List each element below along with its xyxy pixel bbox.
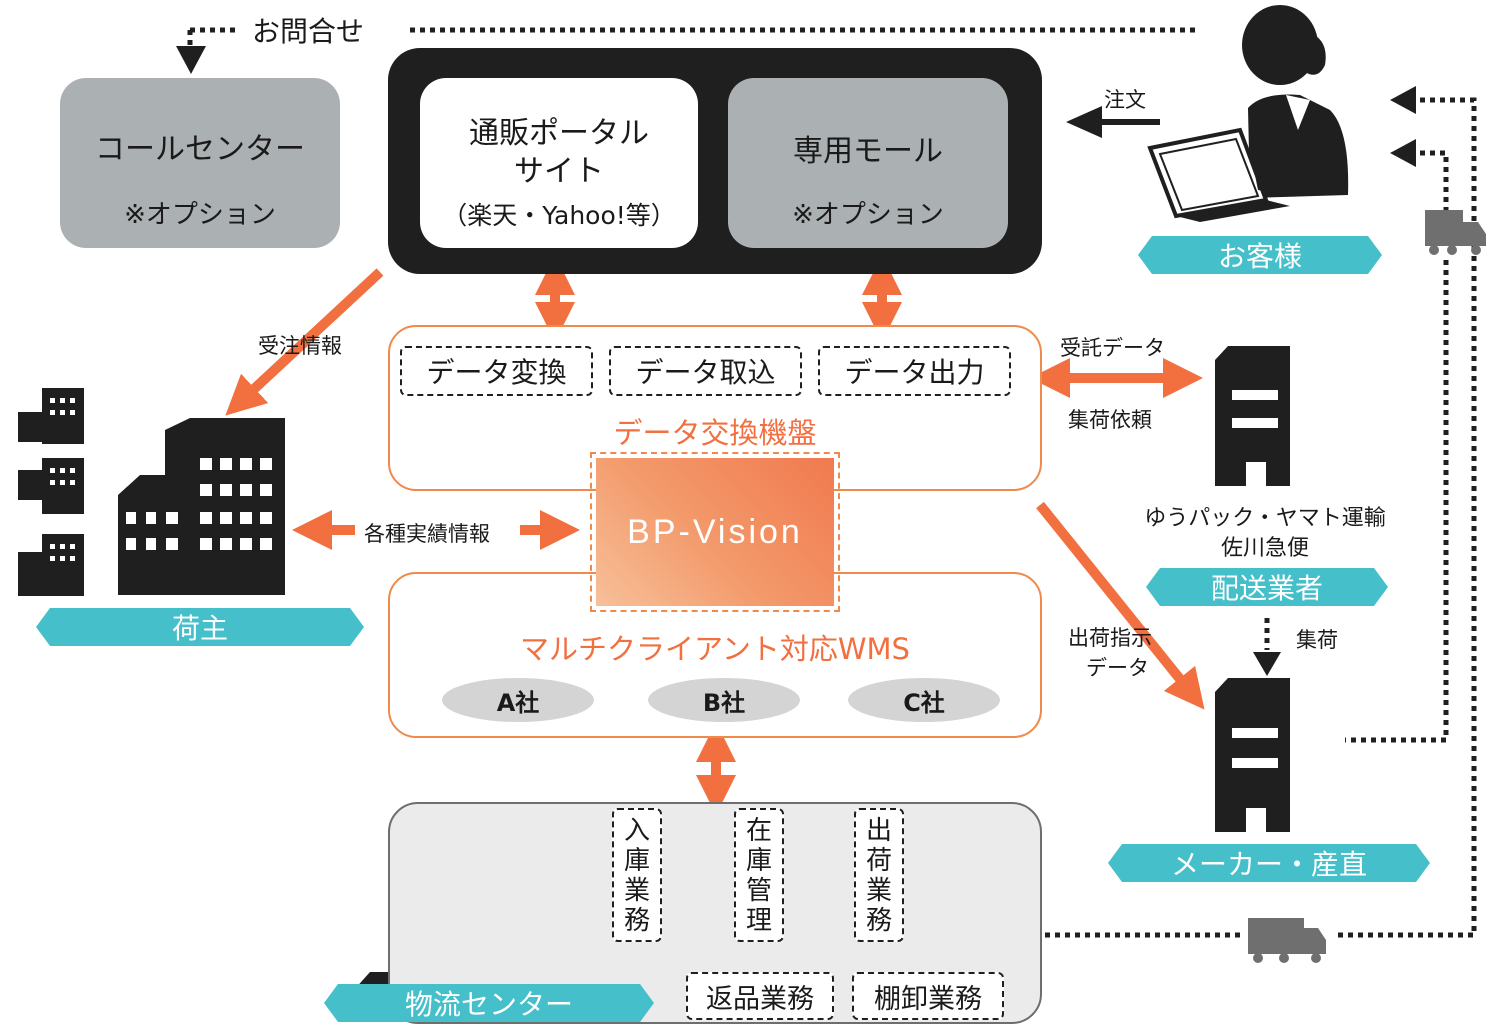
- data-export-box: データ出力: [818, 346, 1011, 396]
- logistics-center-banner: 物流センター: [324, 984, 654, 1022]
- inquiry-dotted-line: [187, 27, 1195, 50]
- pickup-arrowhead: [1253, 652, 1281, 676]
- bp-vision-label: BP-Vision: [596, 458, 834, 606]
- shipper-banner: 荷主: [36, 608, 364, 646]
- company-a-badge: A社: [442, 678, 594, 722]
- results-info-label: 各種実績情報: [364, 522, 490, 546]
- portal-site-title-1: 通販ポータル: [469, 116, 649, 151]
- order-info-arrow: [225, 268, 384, 416]
- data-import-box: データ取込: [609, 346, 802, 396]
- step-inventory: 在庫管理: [734, 808, 784, 942]
- office-building-icon: [118, 418, 285, 595]
- customer-banner: お客様: [1138, 236, 1382, 274]
- truck-icon: [1248, 918, 1326, 963]
- returns-box: 返品業務: [686, 972, 834, 1020]
- pickup-request-label: 集荷依頼: [1068, 408, 1152, 432]
- carrier-names-1: ゆうパック・ヤマト運輸: [1144, 506, 1386, 531]
- truck-icon: [1425, 210, 1486, 255]
- data-exchange-title: データ交換機盤: [613, 416, 817, 450]
- order-info-label: 受注情報: [258, 334, 342, 358]
- maker-banner: メーカー・産直: [1108, 844, 1430, 882]
- inquiry-label: お問合せ: [252, 15, 365, 48]
- bp-vision-core: BP-Vision: [590, 452, 840, 612]
- call-center-note: ※オプション: [124, 200, 276, 230]
- carrier-banner: 配送業者: [1146, 568, 1388, 606]
- wms-title: マルチクライアント対応WMS: [520, 632, 910, 666]
- carrier-names-2: 佐川急便: [1220, 536, 1309, 561]
- call-center-title: コールセンター: [95, 132, 305, 167]
- order-arrowhead: [1066, 106, 1102, 138]
- delivery-arrowhead-mid: [1390, 139, 1416, 167]
- portal-site-examples: （楽天・Yahoo!等）: [442, 201, 676, 230]
- building-icon: [18, 388, 84, 596]
- order-label: 注文: [1104, 88, 1146, 112]
- consign-data-label: 受託データ: [1060, 336, 1165, 360]
- dedicated-mall-title: 専用モール: [793, 134, 943, 169]
- company-c-badge: C社: [848, 678, 1000, 722]
- dedicated-mall-box: [728, 78, 1008, 248]
- stocktaking-box: 棚卸業務: [852, 972, 1004, 1020]
- ship-instruction-label-2: データ: [1086, 656, 1149, 680]
- delivery-arrowhead-top: [1390, 86, 1416, 114]
- inquiry-arrowhead: [176, 46, 206, 74]
- carrier-building-icon: [1215, 346, 1290, 486]
- dedicated-mall-note: ※オプション: [792, 200, 944, 230]
- pickup-label: 集荷: [1296, 628, 1338, 652]
- company-b-badge: B社: [648, 678, 800, 722]
- ship-instruction-arrow: [1036, 501, 1205, 710]
- maker-building-icon: [1215, 678, 1290, 832]
- ship-instruction-label: 出荷指示: [1068, 626, 1152, 650]
- delivery-dotted-lines: [1045, 97, 1477, 938]
- step-shipping: 出荷業務: [854, 808, 904, 942]
- portal-site-title-2: サイト: [514, 154, 604, 189]
- data-convert-box: データ変換: [400, 346, 593, 396]
- portal-site-box: [420, 78, 698, 248]
- customer-woman-icon: [1147, 5, 1349, 222]
- call-center-box: [60, 78, 340, 248]
- step-receiving: 入庫業務: [612, 808, 662, 942]
